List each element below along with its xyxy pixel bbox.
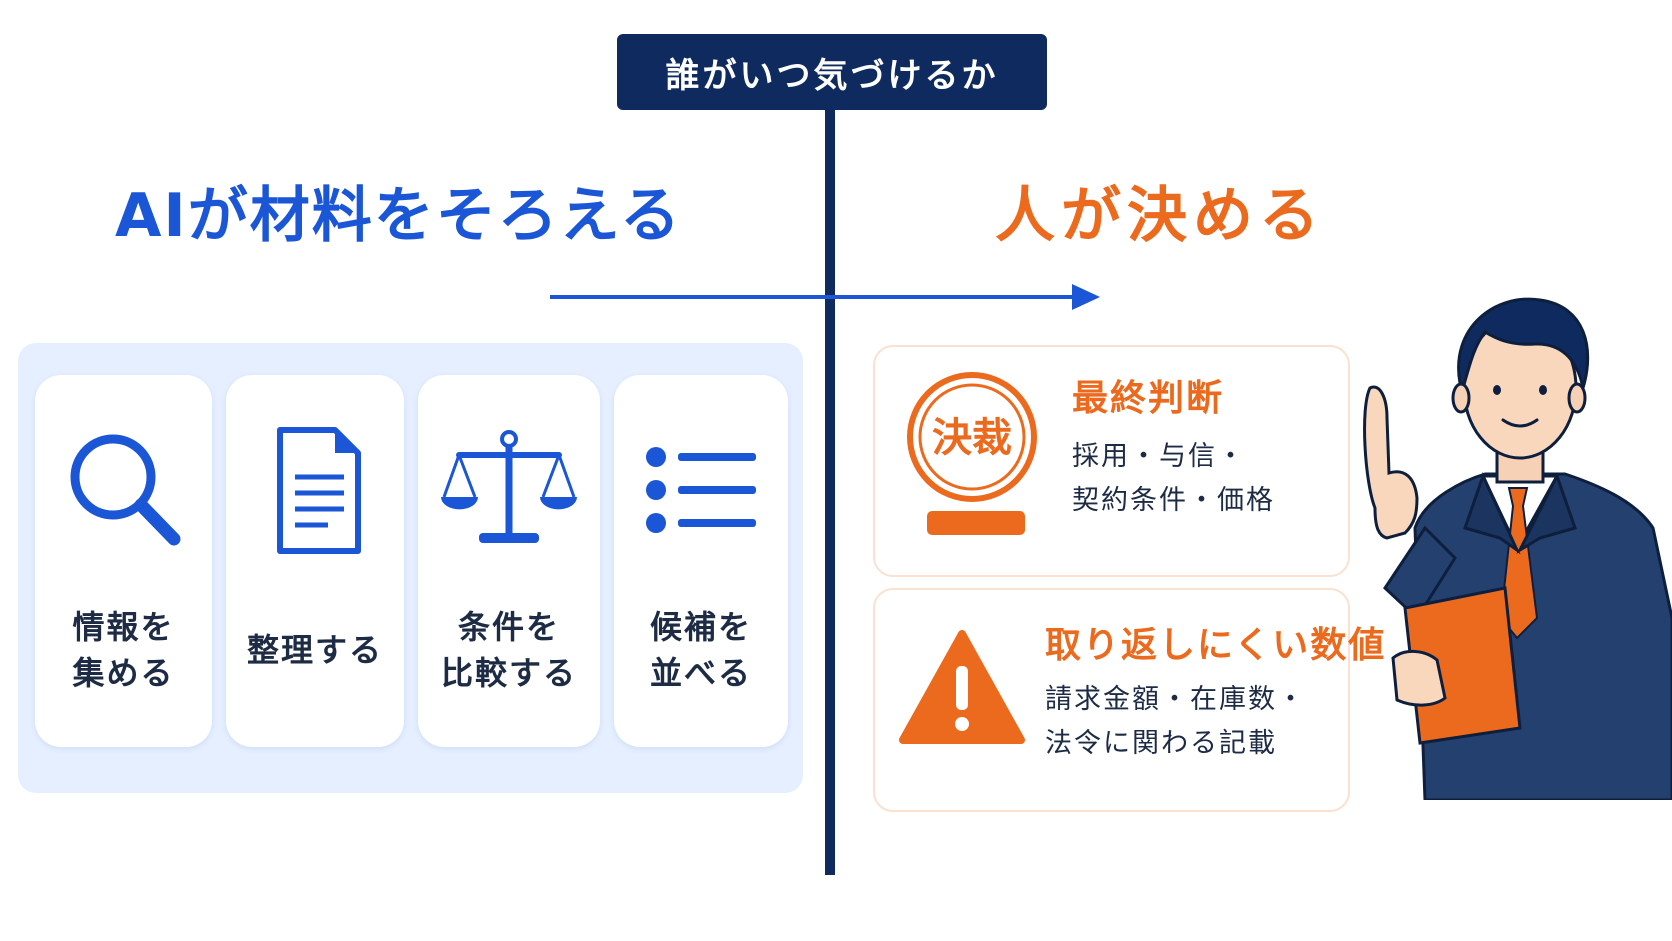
document-icon [226,425,404,555]
step-label: 整理する [246,630,383,669]
businessman-illustration [1363,297,1672,800]
flow-arrow [550,284,1100,310]
card-title: 最終判断 [1072,378,1225,419]
card-title: 取り返しにくい数値 [1045,625,1387,666]
header-label: 誰がいつ気づけるか [617,34,1047,110]
bullet-list-icon [614,425,788,555]
ai-heading: AIが材料をそろえる [115,180,682,251]
step-card-organize: 整理する [226,375,404,747]
step-card-collect: 情報を 集める [35,375,212,747]
stamp-text: 決裁 [932,415,1012,461]
card-description: 採用・与信・ 契約条件・価格 [1072,441,1275,516]
warning-icon [899,630,1025,744]
step-label: 情報を 集める [72,607,175,692]
step-label: 条件を 比較する [440,607,577,692]
irreversible-values-card: 取り返しにくい数値 請求金額・在庫数・ 法令に関わる記載 [873,588,1384,812]
human-heading: 人が決める [995,180,1325,251]
step-card-compare: 条件を 比較する [418,375,600,747]
approval-stamp-icon: 決裁 [907,372,1037,535]
final-decision-card: 決裁 最終判断 採用・与信・ 契約条件・価格 [873,345,1350,577]
magnifier-icon [35,425,212,555]
card-description: 請求金額・在庫数・ 法令に関わる記載 [1045,684,1306,759]
balance-scale-icon [418,425,600,555]
step-label: 候補を 並べる [649,607,752,692]
center-divider [825,105,835,875]
step-card-list: 候補を 並べる [614,375,788,747]
